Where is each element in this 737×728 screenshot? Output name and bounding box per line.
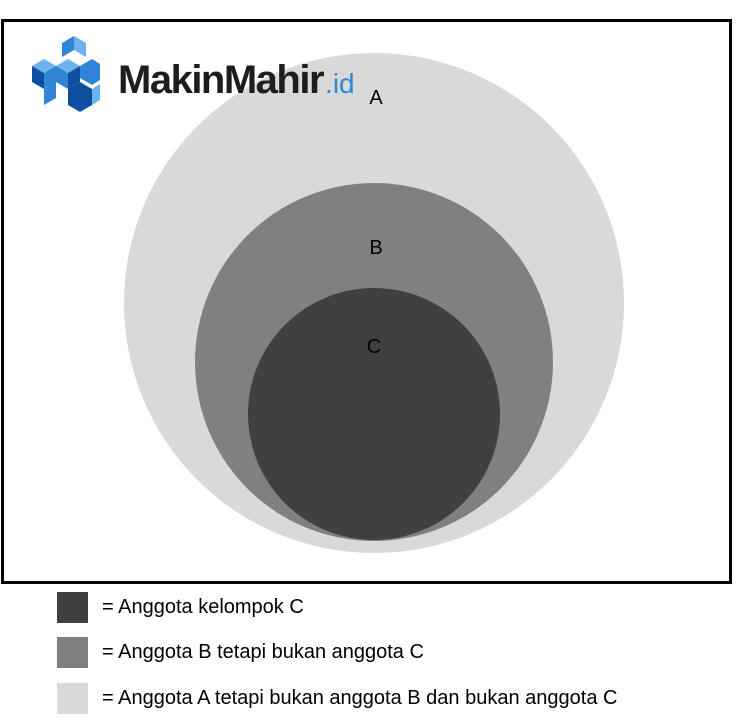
logo-cube-bottom-mid <box>68 82 92 112</box>
circle-a-label: A <box>369 87 383 109</box>
logo-cube-mid-face <box>56 66 68 89</box>
legend-text-b: = Anggota B tetapi bukan anggota C <box>102 640 424 663</box>
circle-c-label: C <box>367 336 381 358</box>
logo-extension: .id <box>325 68 355 99</box>
legend-text-a: = Anggota A tetapi bukan anggota B dan b… <box>102 686 618 709</box>
logo-cube-right <box>80 59 100 85</box>
logo-cube-top <box>74 36 86 57</box>
legend-item-b: = Anggota B tetapi bukan anggota C <box>57 636 424 668</box>
legend-swatch-b <box>57 636 88 668</box>
logo-cube-top-side <box>62 36 74 57</box>
circle-b-label: B <box>369 237 382 259</box>
logo-cube-bottom-left <box>44 82 56 105</box>
legend-swatch-a <box>57 682 88 714</box>
logo-wordmark: MakinMahir.id <box>118 60 355 100</box>
venn-diagram: A B C <box>124 53 624 553</box>
legend-text-c: = Anggota kelompok C <box>102 595 304 618</box>
legend-swatch-c <box>57 591 88 623</box>
logo-name: MakinMahir <box>118 58 325 102</box>
logo-cube-left-face <box>32 66 44 89</box>
logo-cube-left-face2 <box>44 66 56 89</box>
makinmahir-logo-icon <box>32 36 100 112</box>
legend-item-c: = Anggota kelompok C <box>57 591 304 623</box>
legend-item-a: = Anggota A tetapi bukan anggota B dan b… <box>57 682 617 714</box>
circle-c <box>248 288 500 540</box>
logo-cube-bottom-right <box>92 84 100 105</box>
logo-cube-mid-face2 <box>68 66 80 89</box>
